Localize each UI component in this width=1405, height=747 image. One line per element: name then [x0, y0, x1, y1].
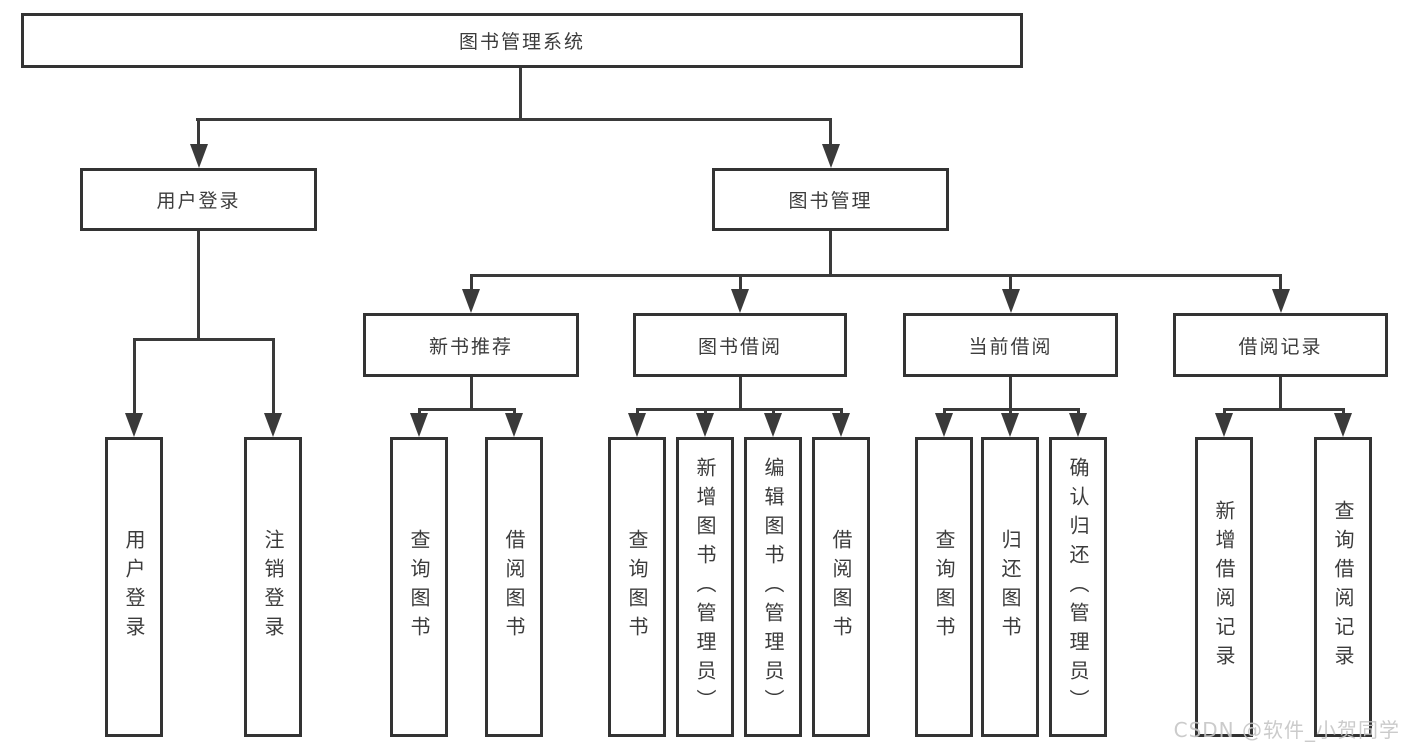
- node-label: 确认归还（管理员）: [1066, 456, 1090, 718]
- node-label: 查询图书: [407, 529, 431, 645]
- node-label: 借阅图书: [502, 529, 526, 645]
- node-label: 用户登录: [122, 529, 146, 645]
- connector-line: [829, 231, 832, 274]
- connector-line: [519, 68, 522, 118]
- leaf-query-books-current: 查询图书: [915, 437, 973, 737]
- arrow-down-icon: [628, 413, 646, 437]
- arrow-down-icon: [1069, 413, 1087, 437]
- arrow-down-icon: [505, 413, 523, 437]
- node-label: 图书管理系统: [458, 31, 585, 53]
- watermark: CSDN @软件_小贺同学: [1173, 718, 1400, 742]
- connector-line: [636, 408, 843, 411]
- leaf-query-books-borrowing: 查询图书: [608, 437, 666, 737]
- node-label: 图书借阅: [697, 335, 782, 358]
- connector-line: [197, 118, 200, 146]
- connector-line: [1223, 408, 1345, 411]
- arrow-down-icon: [696, 413, 714, 437]
- connector-line: [772, 408, 775, 417]
- node-library-management-system: 图书管理系统: [21, 13, 1023, 68]
- node-label: 新书推荐: [428, 335, 513, 358]
- node-label: 图书管理: [788, 190, 873, 212]
- connector-line: [1077, 408, 1080, 417]
- arrow-down-icon: [935, 413, 953, 437]
- connector-line: [1009, 377, 1012, 408]
- node-label: 当前借阅: [968, 335, 1053, 358]
- node-label: 新增图书（管理员）: [693, 456, 717, 718]
- connector-line: [1279, 377, 1282, 408]
- leaf-confirm-return-admin: 确认归还（管理员）: [1049, 437, 1107, 737]
- connector-line: [1279, 274, 1282, 293]
- leaf-borrow-books-recommend: 借阅图书: [485, 437, 543, 737]
- connector-line: [133, 338, 275, 341]
- connector-line: [272, 338, 275, 417]
- connector-line: [418, 408, 516, 411]
- connector-line: [470, 274, 1281, 277]
- connector-line: [133, 338, 136, 417]
- node-label: 注销登录: [261, 529, 285, 645]
- arrow-down-icon: [125, 413, 143, 437]
- node-label: 查询图书: [932, 529, 956, 645]
- arrow-down-icon: [264, 413, 282, 437]
- node-user-login: 用户登录: [80, 168, 317, 231]
- connector-line: [197, 231, 200, 338]
- node-label: 归还图书: [998, 529, 1022, 645]
- arrow-down-icon: [1215, 413, 1233, 437]
- arrow-down-icon: [410, 413, 428, 437]
- leaf-borrow-books-borrowing: 借阅图书: [812, 437, 870, 737]
- connector-line: [840, 408, 843, 417]
- connector-line: [943, 408, 946, 417]
- node-label: 借阅记录: [1238, 335, 1323, 358]
- leaf-return-book: 归还图书: [981, 437, 1039, 737]
- arrow-down-icon: [1002, 289, 1020, 313]
- leaf-query-borrow-record: 查询借阅记录: [1314, 437, 1372, 737]
- arrow-down-icon: [190, 144, 208, 168]
- node-current-borrowing: 当前借阅: [903, 313, 1118, 377]
- leaf-edit-book-admin: 编辑图书（管理员）: [744, 437, 802, 737]
- connector-line: [1223, 408, 1226, 417]
- node-borrowing-records: 借阅记录: [1173, 313, 1388, 377]
- leaf-add-borrow-record: 新增借阅记录: [1195, 437, 1253, 737]
- leaf-query-books-recommend: 查询图书: [390, 437, 448, 737]
- arrow-down-icon: [832, 413, 850, 437]
- connector-line: [470, 274, 473, 293]
- connector-line: [1009, 274, 1012, 293]
- connector-line: [739, 274, 742, 293]
- arrow-down-icon: [462, 289, 480, 313]
- arrow-down-icon: [1001, 413, 1019, 437]
- connector-line: [739, 377, 742, 408]
- leaf-logout: 注销登录: [244, 437, 302, 737]
- connector-line: [1009, 408, 1012, 417]
- node-label: 借阅图书: [829, 529, 853, 645]
- arrow-down-icon: [1334, 413, 1352, 437]
- connector-line: [1342, 408, 1345, 417]
- connector-line: [418, 408, 421, 417]
- arrow-down-icon: [764, 413, 782, 437]
- arrow-down-icon: [822, 144, 840, 168]
- arrow-down-icon: [1272, 289, 1290, 313]
- connector-line: [829, 118, 832, 146]
- node-label: 编辑图书（管理员）: [761, 456, 785, 718]
- node-new-book-recommendation: 新书推荐: [363, 313, 579, 377]
- node-label: 新增借阅记录: [1212, 500, 1236, 674]
- node-book-management: 图书管理: [712, 168, 949, 231]
- connector-line: [513, 408, 516, 417]
- connector-line: [704, 408, 707, 417]
- node-book-borrowing: 图书借阅: [633, 313, 847, 377]
- leaf-add-book-admin: 新增图书（管理员）: [676, 437, 734, 737]
- node-label: 用户登录: [156, 190, 241, 212]
- node-label: 查询图书: [625, 529, 649, 645]
- arrow-down-icon: [731, 289, 749, 313]
- node-label: 查询借阅记录: [1331, 500, 1355, 674]
- connector-line: [196, 118, 832, 121]
- connector-line: [470, 377, 473, 408]
- leaf-user-login: 用户登录: [105, 437, 163, 737]
- connector-line: [636, 408, 639, 417]
